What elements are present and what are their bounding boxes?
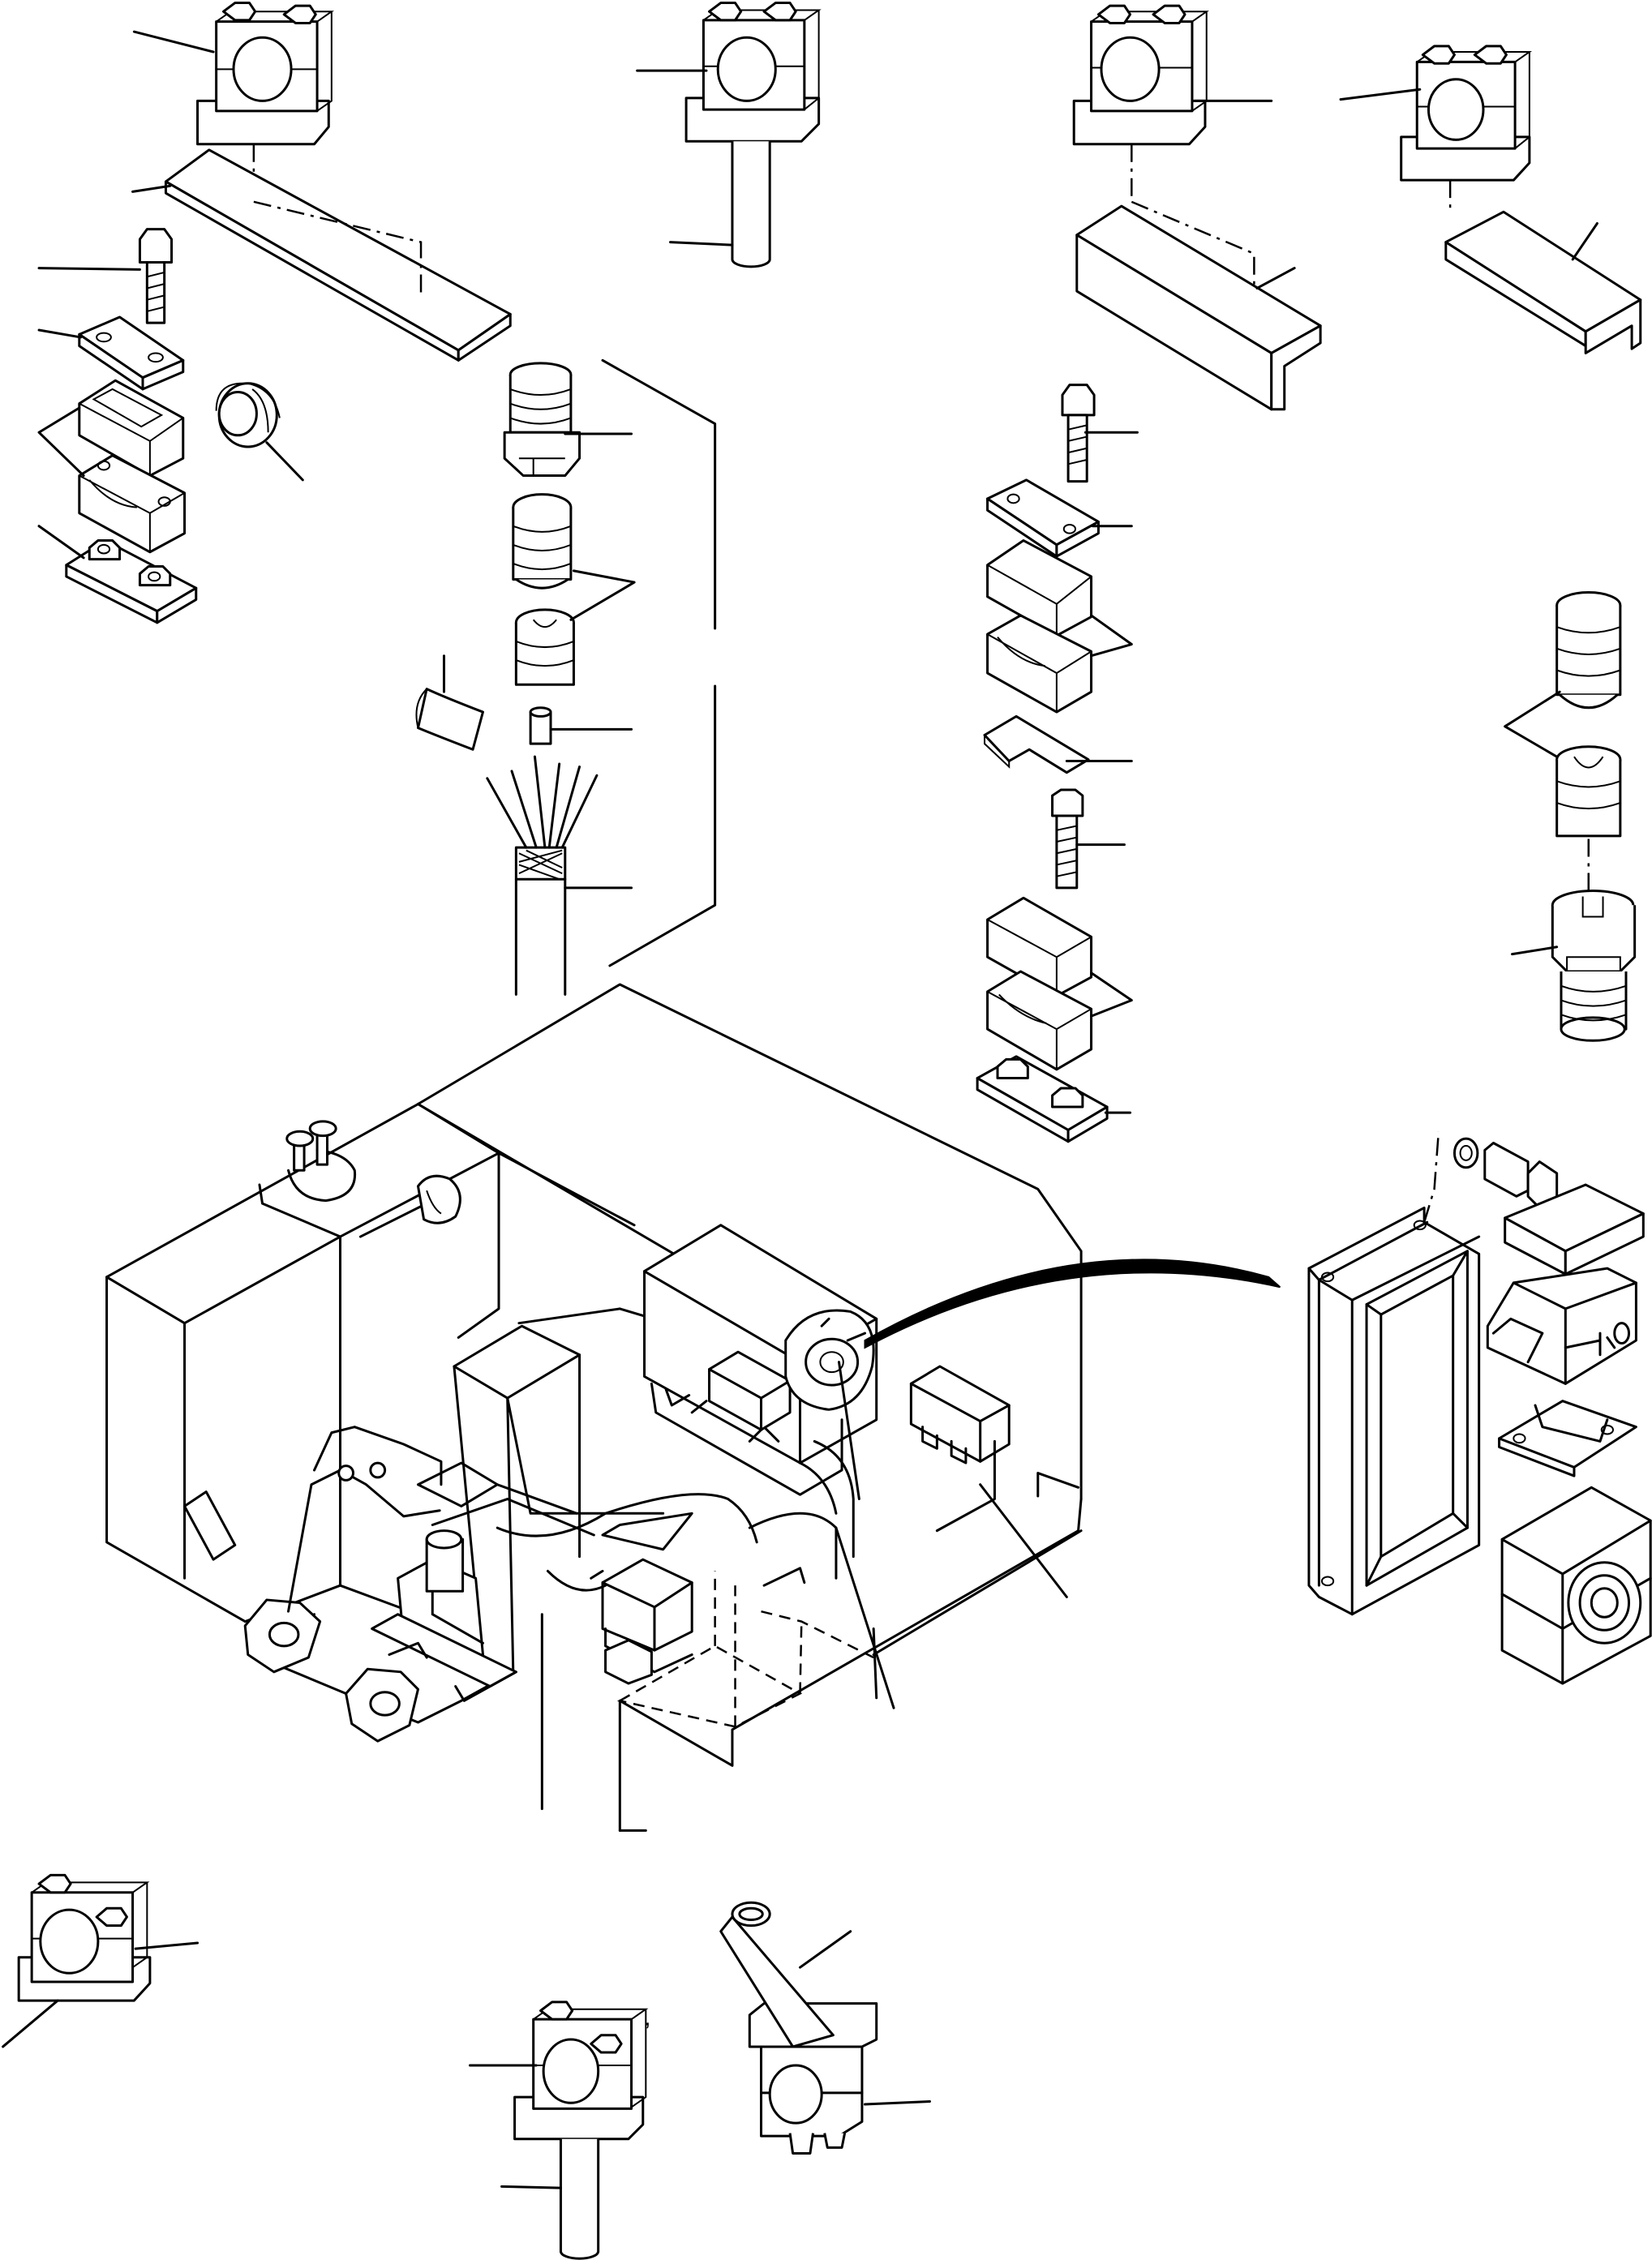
figure-mark: ,	[645, 2005, 651, 2031]
angle-bracket-1	[1077, 206, 1320, 410]
junction-box-internals	[1454, 1139, 1650, 1683]
twin-clamp-stack	[977, 385, 1107, 1142]
mounting-strip	[165, 150, 510, 361]
clamp-jaw-pair	[79, 380, 185, 552]
weld-plate	[67, 541, 196, 623]
seal-insert-pair	[513, 495, 574, 685]
cable-gland-body	[504, 363, 579, 476]
junction-box	[1309, 1207, 1479, 1614]
angle-bracket-2	[1446, 212, 1641, 353]
cable-end-sleeve	[530, 708, 551, 744]
frame-assembly	[107, 984, 1082, 1830]
pipe-clamp-with-pipe-bottom	[515, 2002, 646, 2258]
seal-insert-pair-right	[1557, 593, 1620, 836]
pipe-clamp-top-right-1	[1074, 6, 1207, 144]
cover-plate	[79, 317, 183, 389]
angled-pipe-clamp	[721, 1902, 877, 2153]
pipe-clamp-top-left	[198, 3, 332, 144]
hex-bolt	[139, 229, 171, 324]
hose-sleeve	[416, 689, 483, 750]
multi-core-cable	[487, 757, 597, 994]
rubber-grommet	[217, 384, 280, 447]
pipe-clamp-bottom-left	[19, 1875, 150, 2001]
pipe-clamp-with-pipe-top	[686, 3, 819, 267]
pipe-clamp-top-right-2	[1401, 46, 1530, 180]
cable-gland-right	[1552, 890, 1634, 1040]
